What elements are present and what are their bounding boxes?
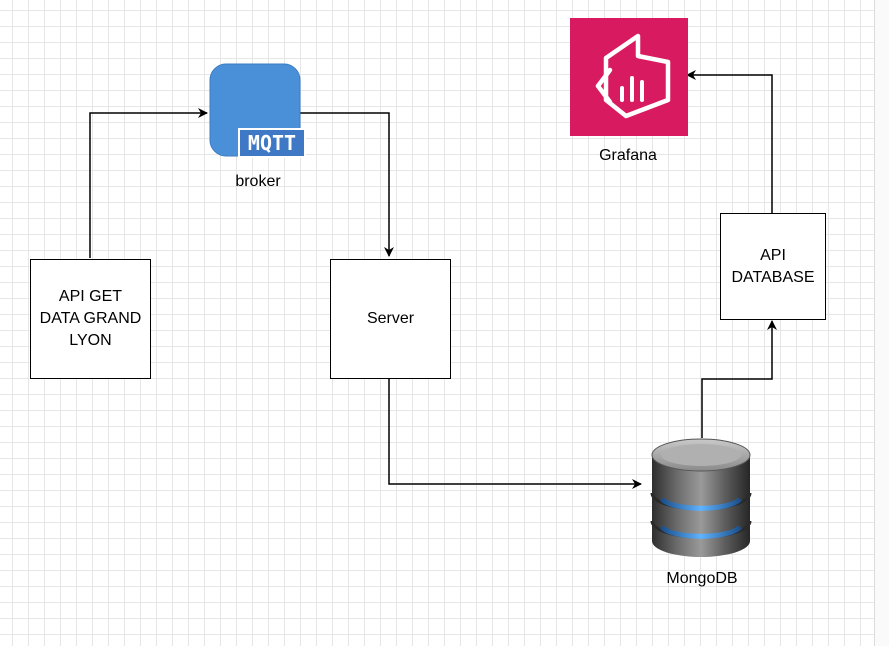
- node-server[interactable]: Server: [330, 259, 451, 379]
- edge-apiget-to-broker[interactable]: [89, 108, 208, 258]
- grafana-icon[interactable]: [570, 18, 688, 136]
- node-api-get[interactable]: API GET DATA GRAND LYON: [30, 259, 151, 379]
- edge-apidatabase-to-grafana[interactable]: [686, 70, 773, 213]
- node-grafana-label: Grafana: [599, 147, 657, 164]
- node-api-database[interactable]: API DATABASE: [720, 213, 826, 320]
- node-broker-label: broker: [235, 173, 281, 190]
- node-server-label: Server: [366, 310, 415, 327]
- edge-broker-to-server[interactable]: [300, 112, 394, 257]
- node-api-database-label: API DATABASE: [731, 246, 815, 286]
- mqtt-icon[interactable]: MQTT: [208, 62, 306, 162]
- edge-server-to-mongodb[interactable]: [388, 379, 642, 489]
- node-mongodb-label: MongoDB: [666, 570, 738, 587]
- edge-mongodb-to-apidatabase[interactable]: [701, 320, 777, 438]
- database-icon[interactable]: [648, 437, 754, 563]
- node-api-get-label: API GET DATA GRAND LYON: [39, 288, 142, 349]
- canvas-scrollbar[interactable]: [874, 0, 889, 646]
- mqtt-badge-text: MQTT: [248, 131, 296, 155]
